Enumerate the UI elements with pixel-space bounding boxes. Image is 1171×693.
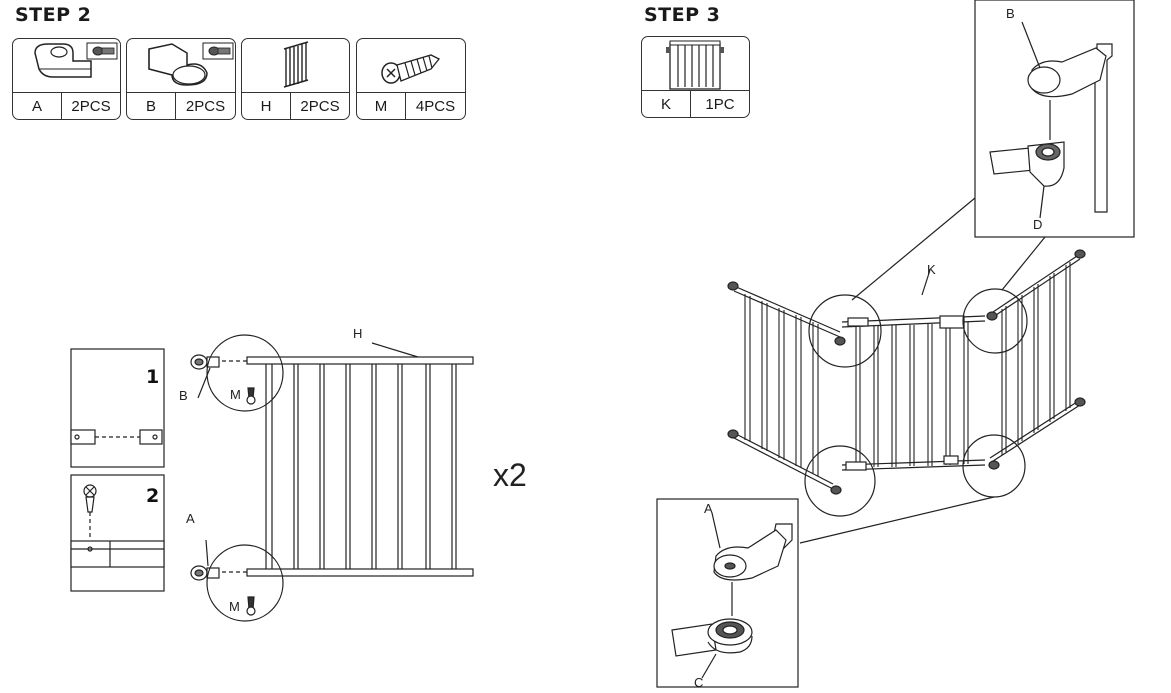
detail-circle-top bbox=[206, 334, 284, 412]
label-step3-b: B bbox=[1006, 6, 1015, 21]
label-m-top: M bbox=[230, 387, 241, 402]
part-m-label: M bbox=[357, 93, 406, 119]
substep-1-box bbox=[70, 348, 165, 468]
part-m-qty: 4PCS bbox=[415, 97, 456, 115]
part-k-label: K bbox=[642, 91, 691, 117]
leader-ac bbox=[799, 496, 995, 544]
label-a: A bbox=[186, 511, 195, 526]
part-k-qty: 1PC bbox=[705, 95, 735, 113]
connector-a-icon bbox=[34, 42, 118, 78]
part-h-qty: 2PCS bbox=[300, 97, 340, 115]
part-box-k: K 1PC bbox=[641, 36, 750, 118]
fence-panel-icon bbox=[283, 41, 309, 88]
label-h: H bbox=[353, 326, 362, 341]
substep-2-number: 2 bbox=[146, 485, 159, 507]
connector-a-bottom bbox=[190, 539, 247, 581]
detail-box-ac bbox=[656, 498, 799, 688]
label-step3-c: C bbox=[694, 675, 703, 690]
label-step3-a: A bbox=[704, 501, 713, 516]
substep-2-box bbox=[70, 474, 165, 592]
part-box-b: B 2PCS bbox=[126, 38, 236, 120]
part-h-label: H bbox=[242, 93, 291, 119]
connector-b-icon bbox=[148, 42, 234, 86]
screw-m-top bbox=[246, 387, 256, 405]
detail-circle-3c bbox=[804, 445, 876, 517]
leader-bd-left bbox=[851, 197, 976, 301]
part-box-h: H 2PCS bbox=[241, 38, 350, 120]
label-m-bottom: M bbox=[229, 599, 240, 614]
detail-box-bd bbox=[974, 0, 1135, 238]
part-b-qty: 2PCS bbox=[185, 97, 226, 115]
part-a-qty: 2PCS bbox=[71, 97, 111, 115]
part-box-a: A 2PCS bbox=[12, 38, 121, 120]
connector-b-top bbox=[190, 354, 247, 399]
screw-icon bbox=[381, 54, 441, 84]
step3-title: STEP 3 bbox=[644, 4, 721, 26]
label-b: B bbox=[179, 388, 188, 403]
screw-m-bottom bbox=[246, 596, 256, 616]
substep-1-number: 1 bbox=[146, 366, 159, 388]
playpen-assembly bbox=[727, 249, 1086, 495]
multiplier-text: x2 bbox=[493, 457, 527, 493]
detail-circle-bottom bbox=[206, 544, 284, 622]
part-a-label: A bbox=[13, 93, 62, 119]
part-box-m: M 4PCS bbox=[356, 38, 466, 120]
label-step3-d: D bbox=[1033, 217, 1042, 232]
label-step3-k: K bbox=[927, 262, 936, 277]
gate-panel-icon bbox=[666, 40, 724, 90]
leader-bd-right bbox=[1001, 236, 1046, 291]
detail-circle-3a bbox=[808, 294, 882, 368]
fence-panel-h bbox=[246, 342, 474, 577]
part-b-label: B bbox=[127, 93, 176, 119]
detail-circle-3b bbox=[962, 288, 1028, 354]
step2-title: STEP 2 bbox=[15, 4, 92, 26]
